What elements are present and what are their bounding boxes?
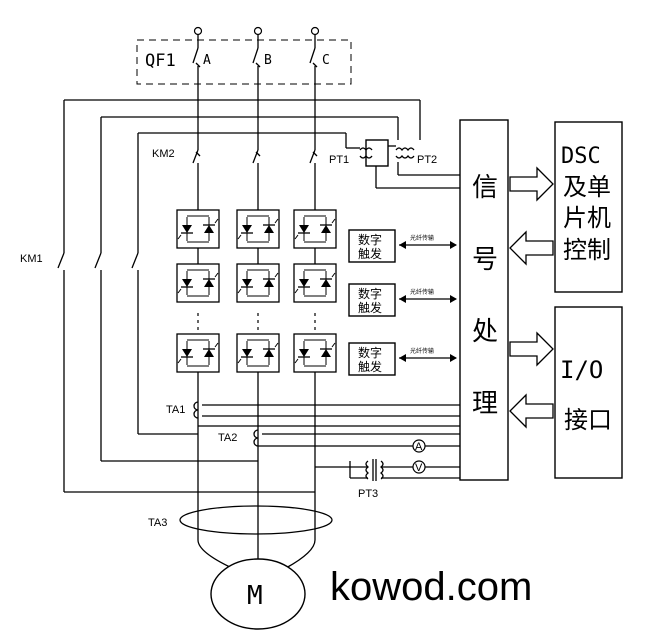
signal-processing-char-4: 理 (472, 389, 498, 419)
thyristor-stack (176, 209, 337, 380)
arrow-to-dsc (509, 166, 554, 202)
signal-processing-char-1: 信 (472, 173, 498, 203)
qf1-label: QF1 (145, 51, 176, 71)
dsc-line-2: 及单 (563, 173, 611, 201)
motor-label: M (247, 581, 263, 611)
thyristor-module (176, 263, 220, 303)
ta2-label: TA2 (218, 432, 237, 444)
thyristor-module (293, 209, 337, 249)
ta3-label: TA3 (148, 517, 167, 529)
signal-processing-char-3: 处 (472, 317, 498, 347)
ta1-label: TA1 (166, 404, 185, 416)
fiber-1-label: 光纤传输 (410, 234, 434, 242)
voltmeter-label: V (415, 462, 423, 474)
motor-feed-lines (197, 380, 316, 569)
io-line-2: 接口 (564, 406, 612, 434)
stack-continuation (197, 313, 316, 334)
arrow-to-io (509, 331, 554, 367)
thyristor-module (236, 263, 280, 303)
ammeter-label: A (415, 441, 423, 453)
trigger-2-line2: 触发 (358, 300, 382, 315)
ta3-current-transformer (179, 505, 333, 535)
fiber-2-label: 光纤传输 (410, 288, 434, 296)
thyristor-module (236, 333, 280, 373)
km2-contacts (192, 149, 318, 210)
dsc-line-1: DSC (561, 144, 601, 169)
km1-label: KM1 (20, 253, 43, 265)
pt1-label: PT1 (329, 154, 349, 166)
signal-processing-char-2: 号 (472, 245, 498, 275)
voltmeter: V (412, 460, 426, 474)
thyristor-module (176, 333, 220, 373)
phase-c-label: C (322, 53, 330, 68)
ta1-current-transformer (193, 401, 460, 419)
pt-sensing-wiring (198, 99, 460, 189)
thyristor-module (293, 263, 337, 303)
phase-b-label: B (264, 53, 272, 68)
dsc-control-block (554, 121, 623, 293)
trigger-row-3: 数字 触发 光纤传输 (348, 342, 457, 376)
motor (210, 558, 306, 630)
phase-a-label: A (203, 53, 211, 68)
fiber-3-label: 光纤传输 (410, 347, 434, 355)
dsc-line-3: 片机 (563, 204, 611, 232)
pt2-label: PT2 (417, 154, 437, 166)
trigger-1-line2: 触发 (358, 246, 382, 261)
qf1-breaker-box (136, 39, 352, 85)
io-interface-block (554, 306, 623, 479)
thyristor-module (176, 209, 220, 249)
arrow-from-dsc (509, 230, 554, 266)
trigger-3-line2: 触发 (358, 359, 382, 374)
pt1-transformer (359, 139, 389, 167)
ta2-current-transformer (198, 425, 460, 447)
trigger-1-line1: 数字 (358, 232, 382, 247)
arrow-from-io (509, 393, 554, 429)
trigger-row-1: 数字 触发 光纤传输 (348, 229, 457, 263)
watermark: kowod.com (330, 565, 532, 609)
trigger-row-2: 数字 触发 光纤传输 (348, 283, 457, 317)
km2-label: KM2 (152, 148, 175, 160)
trigger-2-line1: 数字 (358, 286, 382, 301)
io-line-1: I/O (560, 356, 603, 384)
thyristor-module (236, 209, 280, 249)
pt2-transformer (388, 145, 415, 159)
supply-terminals (193, 26, 320, 36)
trigger-3-line1: 数字 (358, 345, 382, 360)
thyristor-module (293, 333, 337, 373)
pt3-transformer (315, 459, 460, 481)
signal-processing-block (459, 119, 509, 481)
dsc-line-4: 控制 (563, 236, 611, 264)
pt3-label: PT3 (358, 488, 378, 500)
km1-bypass-wiring (57, 99, 315, 493)
ammeter: A (258, 439, 460, 453)
phase-lines (192, 35, 318, 150)
